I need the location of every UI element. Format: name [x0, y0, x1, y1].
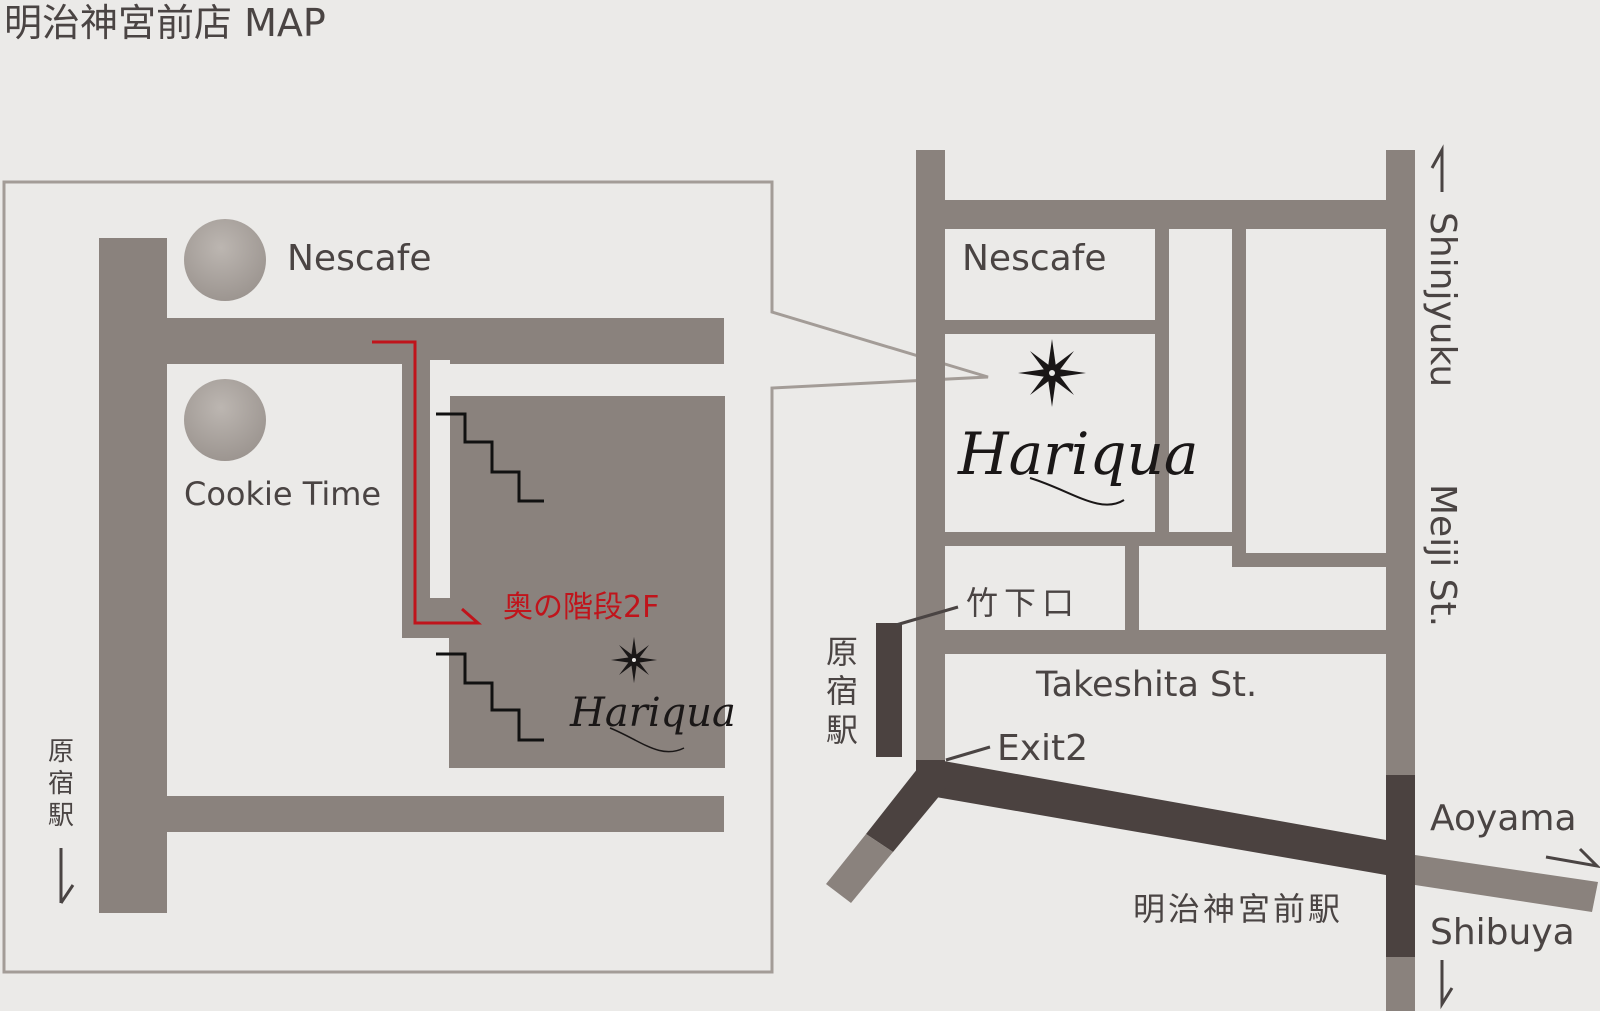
- route-arrowhead: [461, 607, 482, 625]
- stairs-icon: [436, 652, 544, 742]
- page-title: 明治神宮前店 MAP: [4, 1, 326, 45]
- block-divider: [1232, 229, 1246, 567]
- area-map: Nescafe Hariqua 竹下口 原 宿 駅 Takeshita St. …: [826, 144, 1600, 1011]
- road-southwest-dark: [866, 768, 946, 852]
- area-nescafe-label: Nescafe: [962, 238, 1107, 279]
- up-arrow-icon: [1430, 144, 1444, 192]
- corridor-inner: [430, 360, 450, 598]
- meiji-street-label: Meiji St.: [1422, 484, 1463, 627]
- route-label: 奥の階段2F: [503, 590, 659, 625]
- stairs-icon: [436, 412, 544, 503]
- detail-map: Nescafe Cookie Time 奥の階段2F Hariqua 原 宿 駅: [2, 180, 989, 974]
- omotesando-dark-road: [930, 760, 1386, 875]
- route-path: [372, 340, 475, 625]
- down-arrow-icon: [59, 848, 75, 904]
- leader-line: [945, 745, 991, 762]
- road-southwest-grey: [826, 834, 893, 903]
- block-divider: [945, 532, 1246, 546]
- logo-swash: [1029, 477, 1125, 506]
- compass-star-icon: [1018, 339, 1086, 407]
- shinjuku-direction-label: Shinjyuku: [1422, 212, 1463, 387]
- detail-road-bottom: [99, 796, 724, 832]
- detail-cookie-time-label: Cookie Time: [184, 475, 381, 513]
- shibuya-direction-label: Shibuya: [1430, 912, 1575, 953]
- area-shop-logo: Hariqua: [957, 420, 1199, 488]
- nescafe-marker: [184, 219, 266, 301]
- block-divider: [1232, 553, 1386, 567]
- road-top: [916, 200, 1408, 229]
- area-harajuku-station: 原 宿 駅: [826, 633, 868, 749]
- leader-line: [895, 605, 959, 627]
- aoyama-direction-label: Aoyama: [1430, 798, 1577, 839]
- shop-building: [449, 396, 725, 768]
- cookie-time-marker: [184, 379, 266, 461]
- detail-harajuku-station: 原 宿 駅: [48, 737, 82, 831]
- block-divider: [1155, 229, 1169, 540]
- takeshita-street-label: Takeshita St.: [1035, 665, 1257, 705]
- right-arrow-icon: [1545, 847, 1600, 869]
- detail-nescafe-label: Nescafe: [287, 238, 432, 279]
- takeshita-exit-label: 竹下口: [966, 584, 1080, 622]
- meiji-jingumae-station-label: 明治神宮前駅: [1133, 890, 1343, 928]
- block-divider: [945, 320, 1169, 334]
- logo-swash: [609, 727, 685, 753]
- meiji-street-dark-section: [1386, 775, 1415, 957]
- detail-shop-logo: Hariqua: [569, 690, 736, 736]
- down-arrow-icon: [1440, 960, 1454, 1010]
- aoyama-road: [1415, 855, 1598, 912]
- takeshita-street-road: [945, 630, 1386, 654]
- road-left: [916, 150, 945, 762]
- exit2-label: Exit2: [997, 728, 1088, 769]
- block-divider: [1125, 546, 1139, 634]
- harajuku-platform: [876, 623, 902, 757]
